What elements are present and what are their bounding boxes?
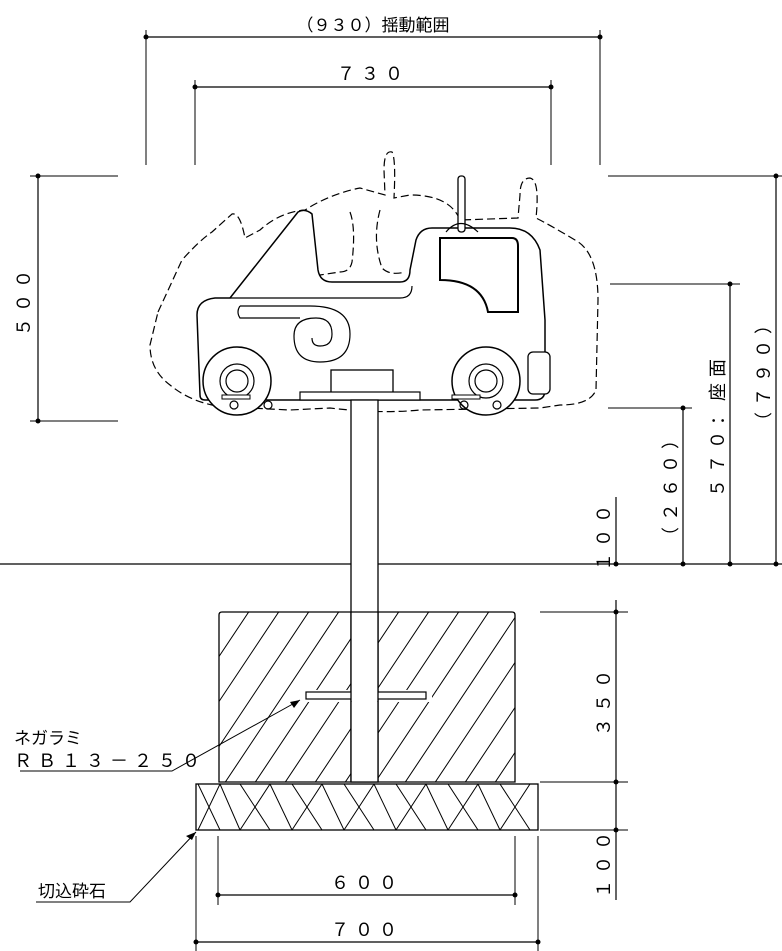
- anchor-name-label: ネガラミ: [14, 729, 82, 749]
- right-dimensions: （７９０） ５７０：座面 （２６０） １００ ３５０ １００: [540, 173, 782, 900]
- swirl-decoration: [237, 305, 351, 363]
- car-body: [196, 175, 551, 416]
- foundation-label: ３５０: [594, 664, 615, 736]
- gravel-base: [195, 783, 539, 831]
- gravel-label: 切込砕石: [38, 882, 106, 902]
- width-730-dimension: ７３０: [192, 64, 554, 165]
- foundation-width-label: ６００: [331, 873, 403, 894]
- height-500-label: ５００: [14, 264, 35, 336]
- embed-label: １００: [594, 499, 615, 571]
- anchor-callout: ネガラミ ＲＢ１３－２５０: [14, 699, 301, 772]
- base-width-label: ７００: [331, 920, 403, 941]
- swing-range-dimension: （９３０）揺動範囲: [143, 16, 603, 165]
- total-height-label: （７９０）: [754, 310, 775, 430]
- foot-pegs: [221, 394, 502, 410]
- swing-range-label: （９３０）揺動範囲: [297, 16, 450, 36]
- width-730-label: ７３０: [337, 64, 409, 85]
- gravel-callout: 切込砕石: [36, 831, 197, 903]
- clearance-label: （２６０）: [661, 425, 682, 545]
- left-wheel: [202, 346, 272, 416]
- seat-height-label: ５７０：座面: [708, 353, 729, 497]
- gravel-depth-label: １００: [594, 826, 615, 898]
- height-500-dimension: ５００: [14, 173, 118, 424]
- concrete-foundation: [218, 611, 516, 783]
- bottom-dimensions: ６００ ７００: [193, 836, 541, 951]
- anchor-spec-label: ＲＢ１３－２５０: [14, 751, 206, 772]
- right-wheel: [451, 346, 521, 416]
